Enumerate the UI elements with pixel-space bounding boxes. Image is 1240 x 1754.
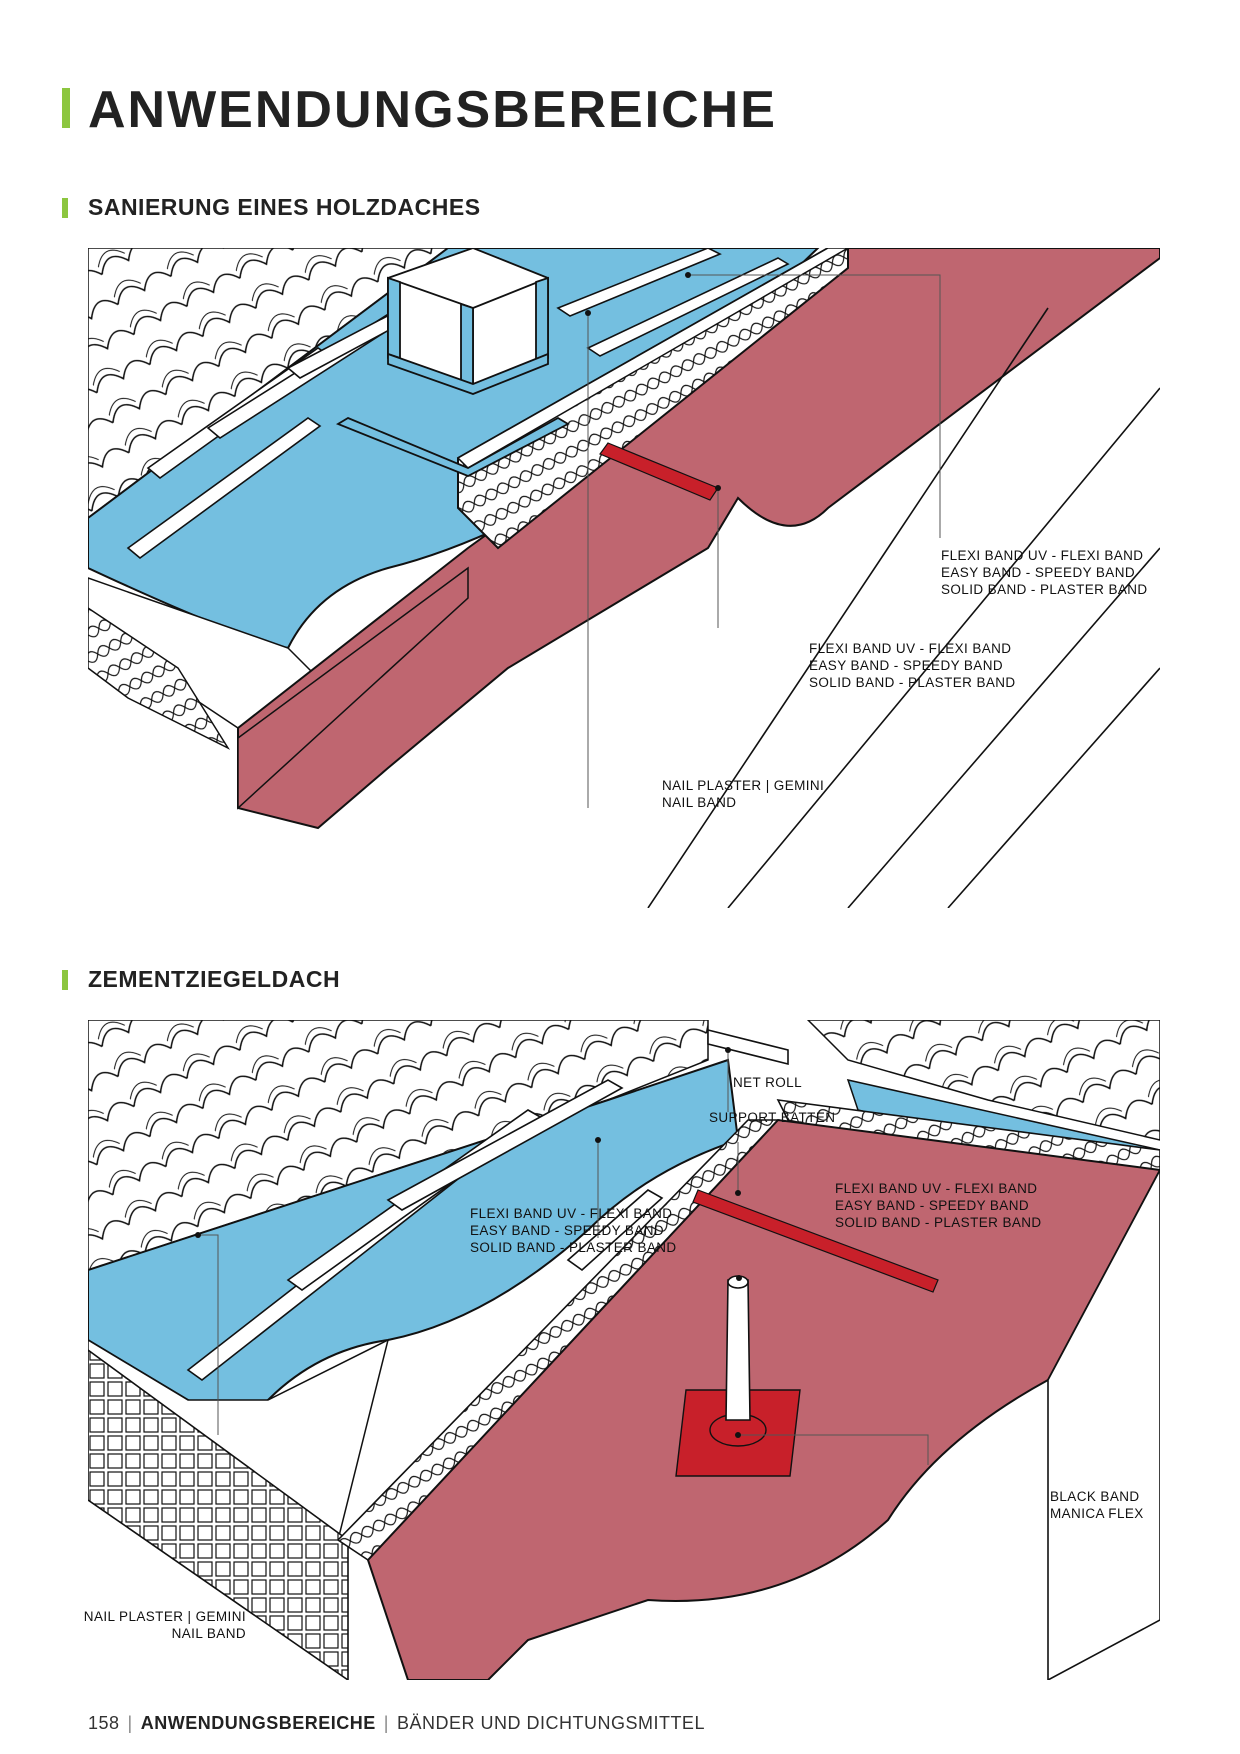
- footer-section: ANWENDUNGSBEREICHE: [140, 1713, 376, 1733]
- section2-roof-illustration: [88, 1020, 1160, 1680]
- label-line: FLEXI BAND UV - FLEXI BAND: [470, 1206, 673, 1221]
- holzdach-drawing: [88, 248, 1160, 908]
- label-line: SOLID BAND - PLASTER BAND: [470, 1240, 677, 1255]
- label-line: SOLID BAND - PLASTER BAND: [809, 675, 1016, 690]
- label-line: BLACK BAND: [1050, 1489, 1140, 1504]
- label-bands-top-right: FLEXI BAND UV - FLEXI BAND EASY BAND - S…: [941, 547, 1148, 598]
- label-nail-band-1: NAIL PLASTER | GEMINI NAIL BAND: [662, 777, 824, 811]
- label-line: FLEXI BAND UV - FLEXI BAND: [941, 548, 1144, 563]
- section2-title: ZEMENTZIEGELDACH: [88, 966, 341, 992]
- section2-accent-bar: [62, 970, 68, 990]
- page-number: 158: [88, 1713, 120, 1733]
- section1-title: SANIERUNG EINES HOLZDACHES: [88, 194, 481, 220]
- label-line: SUPPORT BATTEN: [709, 1110, 836, 1125]
- label-line: NET ROLL: [733, 1075, 802, 1090]
- label-line: EASY BAND - SPEEDY BAND: [835, 1198, 1030, 1213]
- label-line: NAIL PLASTER | GEMINI: [83, 1609, 246, 1624]
- page-title: ANWENDUNGSBEREICHE: [88, 81, 777, 139]
- label-support-batten: SUPPORT BATTEN: [709, 1109, 835, 1126]
- footer-separator: |: [383, 1713, 389, 1733]
- footer-subtitle: BÄNDER UND DICHTUNGSMITTEL: [396, 1713, 705, 1733]
- label-line: NAIL BAND: [662, 795, 737, 810]
- label-line: SOLID BAND - PLASTER BAND: [941, 582, 1148, 597]
- label-net-roll: NET ROLL: [733, 1074, 802, 1091]
- label-line: EASY BAND - SPEEDY BAND: [809, 658, 1004, 673]
- label-black-band: BLACK BAND MANICA FLEX: [1050, 1488, 1144, 1522]
- label-line: FLEXI BAND UV - FLEXI BAND: [809, 641, 1012, 656]
- label-line: NAIL PLASTER | GEMINI: [662, 778, 825, 793]
- zementziegeldach-drawing: [88, 1020, 1160, 1680]
- label-line: FLEXI BAND UV - FLEXI BAND: [835, 1181, 1038, 1196]
- footer-separator: |: [127, 1713, 133, 1733]
- section1-accent-bar: [62, 198, 68, 218]
- title-accent-bar: [62, 88, 70, 128]
- label-line: EASY BAND - SPEEDY BAND: [470, 1223, 665, 1238]
- label-bands-left: FLEXI BAND UV - FLEXI BAND EASY BAND - S…: [470, 1205, 677, 1256]
- label-line: SOLID BAND - PLASTER BAND: [835, 1215, 1042, 1230]
- section1-roof-illustration: [88, 248, 1160, 908]
- label-bands-mid: FLEXI BAND UV - FLEXI BAND EASY BAND - S…: [809, 640, 1016, 691]
- page-footer: 158 | ANWENDUNGSBEREICHE | BÄNDER UND DICHTU…: [88, 1713, 705, 1734]
- label-bands-right: FLEXI BAND UV - FLEXI BAND EASY BAND - S…: [835, 1180, 1042, 1231]
- label-nail-band-2: NAIL PLASTER | GEMINI NAIL BAND: [80, 1608, 246, 1642]
- label-line: EASY BAND - SPEEDY BAND: [941, 565, 1136, 580]
- label-line: MANICA FLEX: [1050, 1506, 1144, 1521]
- label-line: NAIL BAND: [171, 1626, 246, 1641]
